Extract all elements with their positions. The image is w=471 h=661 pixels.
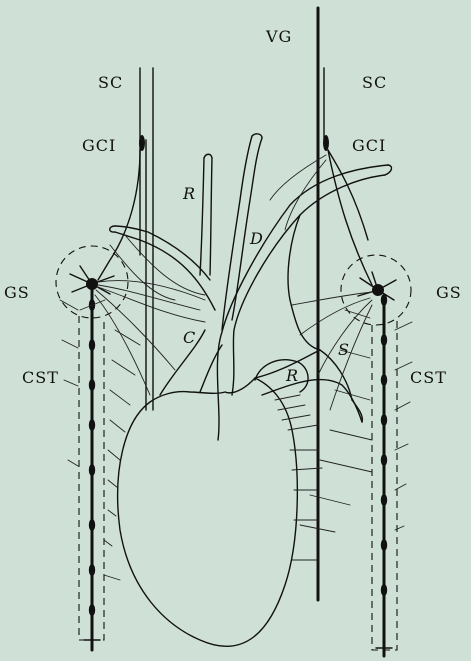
label-gci-left: GCI [82, 136, 116, 155]
label-r-upper: R [182, 184, 195, 203]
vessel-pulmonary-inner [262, 380, 362, 422]
vessel-d-cap [252, 134, 262, 138]
label-d: D [249, 229, 263, 248]
label-cst-left: CST [22, 368, 59, 387]
label-gs-right: GS [436, 283, 462, 302]
vessel-s [290, 300, 320, 350]
label-gs-left: GS [4, 283, 30, 302]
label-c: C [183, 328, 195, 347]
left-nerve-fibres [95, 235, 205, 395]
label-r-lower: R [285, 366, 298, 385]
vessel-r-upper [200, 158, 204, 275]
gci-right-to-gs [328, 150, 372, 285]
left-trunk-ticks [60, 300, 140, 580]
vessel-left-branch-inner [115, 226, 210, 280]
sc-left-to-gs [98, 150, 140, 280]
vessel-left-cap [110, 226, 115, 232]
label-s: S [338, 340, 349, 359]
vessel-r-upper-inner [210, 158, 212, 275]
label-sc-left: SC [98, 73, 123, 92]
aorta-end [385, 165, 392, 175]
gs-right-ganglion [358, 272, 396, 300]
label-sc-right: SC [362, 73, 387, 92]
cardiac-plexus-fibres [275, 395, 322, 560]
gci-left-ganglion [139, 135, 145, 151]
label-cst-right: CST [410, 368, 447, 387]
aorta [232, 175, 385, 395]
vessel-d-inner [222, 136, 252, 330]
heart-outline [118, 378, 298, 646]
label-gci-right: GCI [352, 136, 386, 155]
gci-right-ganglion [323, 135, 329, 151]
label-vg: VG [265, 27, 292, 46]
vessel-r-cap [204, 154, 212, 158]
